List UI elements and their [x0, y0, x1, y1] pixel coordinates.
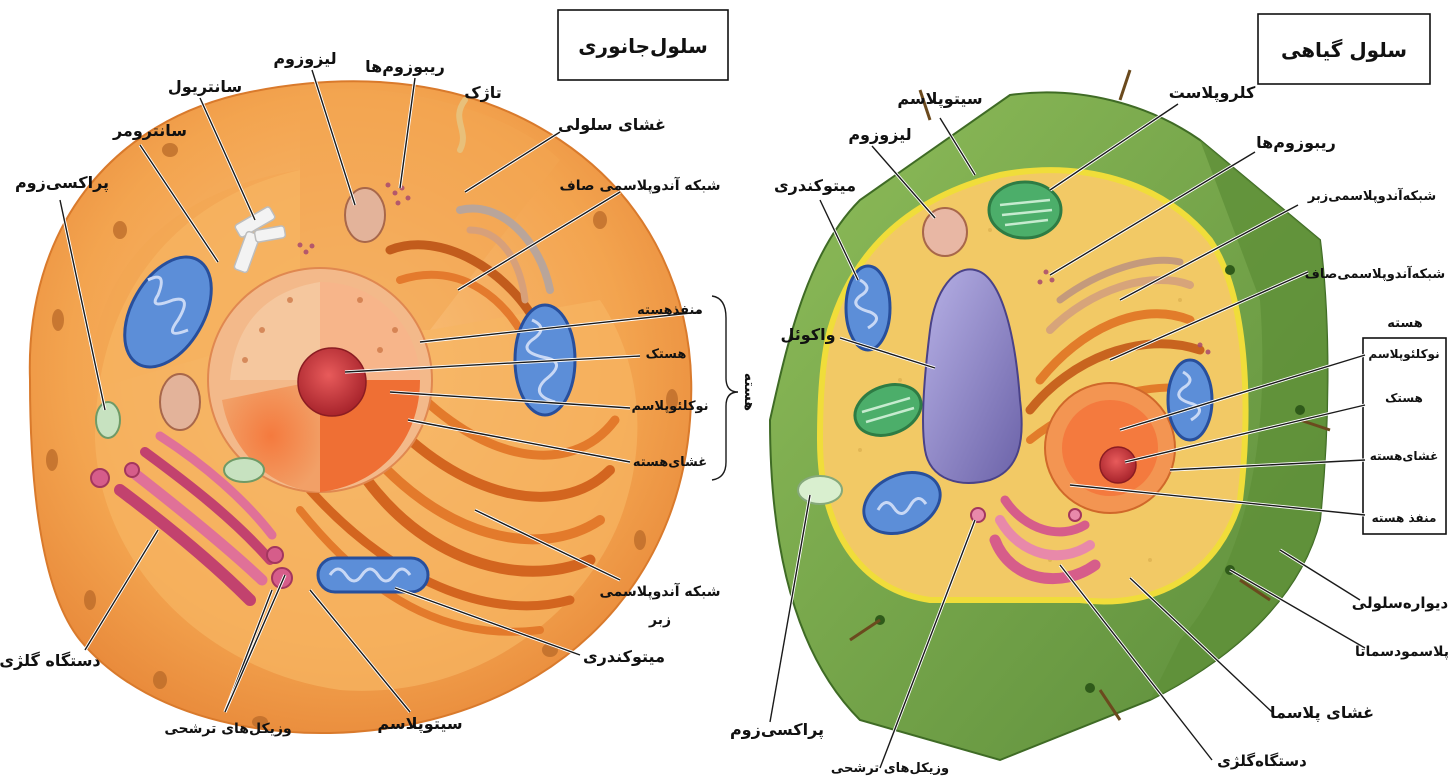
- plant-lysosome: [923, 208, 967, 256]
- animal-label-golgi: دستگاه گلژی: [0, 651, 101, 670]
- plant-label-mitochondria: میتوکندری: [774, 176, 856, 195]
- plant-label-nucleolus: هستک: [1385, 391, 1423, 405]
- animal-label-peroxisome: پراکسی‌زوم: [15, 173, 109, 193]
- plant-cell: [770, 70, 1330, 760]
- animal-label-cytoplasm: سیتوپلاسم: [377, 714, 462, 734]
- animal-label-ribosomes: ریبوزوم‌ها: [365, 57, 445, 76]
- animal-label-secretory-vesicles: وزیکل‌های ترشحی: [164, 721, 291, 737]
- animal-vesicle: [224, 458, 264, 482]
- plant-label-plasmodesmata: پلاسمودسماتا: [1355, 644, 1449, 660]
- animal-label-centromere: سانترومر: [112, 121, 187, 140]
- plant-label-ribosomes: ریبوزوم‌ها: [1256, 133, 1336, 152]
- animal-label-cell-membrane: غشای سلولی: [558, 115, 666, 134]
- plant-title: سلول گیاهی: [1281, 38, 1407, 62]
- animal-label-nucleoplasm: نوکلئوپلاسم: [631, 399, 708, 414]
- plant-label-nucleus-heading: هسته: [1387, 316, 1422, 331]
- animal-title: سلول‌جانوری: [578, 34, 708, 58]
- animal-label-smooth-er: شبکه آندوپلاسمی صاف: [560, 176, 721, 194]
- plant-label-cytoplasm: سیتوپلاسم: [897, 89, 982, 109]
- plant-label-smooth-er: شبکه‌آندوپلاسمی‌صاف: [1305, 265, 1445, 282]
- animal-lysosome-2: [160, 374, 200, 430]
- plant-label-rough-er: شبکه‌آندوپلاسمی‌زبر: [1307, 187, 1436, 204]
- plant-label-vacuole: واکوئل: [780, 325, 835, 344]
- plant-nucleolus: [1100, 447, 1136, 483]
- animal-label-centriole: سانتریول: [168, 77, 242, 96]
- animal-label-rough-er-2: زبر: [648, 612, 671, 628]
- plant-label-peroxisome: پراکسی‌زوم: [730, 720, 824, 740]
- animal-label-flagellum: تاژک: [464, 83, 502, 102]
- animal-label-nucleolus: هستک: [646, 347, 687, 362]
- plant-label-golgi: دستگاه‌گلژی: [1217, 752, 1307, 770]
- plant-label-plasma-membrane: غشای پلاسما: [1270, 703, 1374, 723]
- plant-label-cell-wall: دیواره‌سلولی: [1352, 594, 1449, 612]
- plant-nucleus-box: [1363, 338, 1446, 534]
- animal-label-nuclear-envelope: غشای‌هسته: [633, 455, 707, 470]
- animal-label-mitochondria: میتوکندری: [583, 647, 665, 666]
- animal-label-nucleus-bracket: هسته: [741, 373, 757, 411]
- plant-label-chloroplast: کلروپلاست: [1169, 83, 1256, 103]
- plant-label-lysosome: لیزوزوم: [848, 125, 911, 144]
- animal-label-lysosome: لیزوزوم: [273, 49, 336, 68]
- plant-label-nuclear-pore: منفذ هسته: [1372, 511, 1437, 525]
- animal-label-rough-er-1: شبکه آندوپلاسمی: [599, 582, 720, 600]
- animal-nucleolus: [298, 348, 366, 416]
- plant-label-secretory-vesicles: وزیکل‌های ترشحی: [831, 761, 949, 776]
- plant-peroxisome: [798, 476, 842, 504]
- plant-label-nuclear-envelope: غشای‌هسته: [1370, 449, 1439, 463]
- animal-peroxisome: [96, 402, 120, 438]
- plant-label-nucleoplasm: نوکلئوپلاسم: [1368, 347, 1439, 362]
- animal-label-nuclear-pore: منفذهسته: [637, 303, 703, 318]
